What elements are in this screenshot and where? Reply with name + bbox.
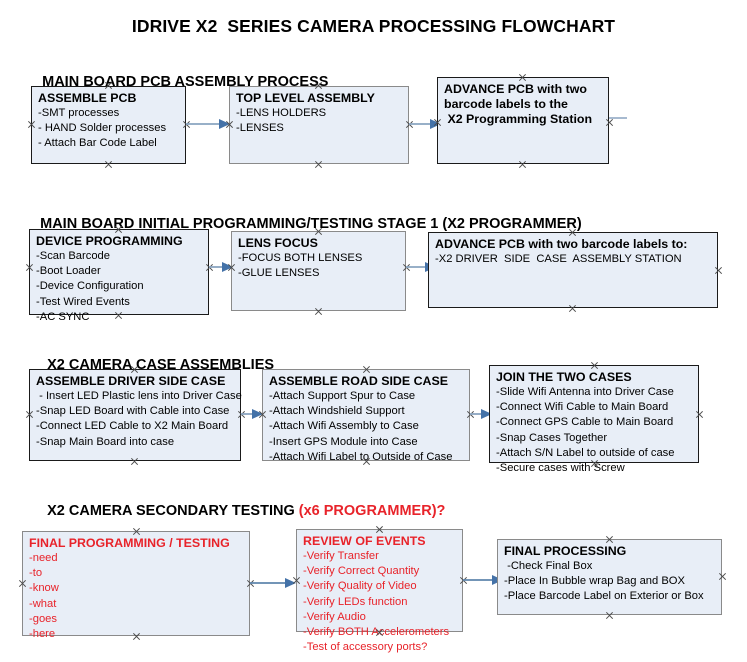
flow-box-line: -LENSES [236, 122, 284, 135]
flow-box-line: -Verify BOTH Accelerometers [303, 626, 450, 639]
flow-box-line: -Place Barcode Label on Exterior or Box [504, 590, 704, 603]
flow-box-line: -Verify Quality of Video [303, 580, 417, 593]
flow-box-assemble-pcb[interactable]: ASSEMBLE PCB -SMT processes - HAND Solde… [31, 86, 186, 164]
flow-box-top-level-assembly[interactable]: TOP LEVEL ASSEMBLY -LENS HOLDERS -LENSES [229, 86, 409, 164]
flow-box-line: -Snap LED Board with Cable into Case [36, 405, 230, 418]
flow-box-line: - Attach Bar Code Label [38, 137, 157, 150]
flow-box-title: ADVANCE PCB with two barcode labels to: [435, 237, 688, 251]
flow-box-line: -Boot Loader [36, 265, 101, 278]
flow-box-title: FINAL PROGRAMMING / TESTING [29, 536, 230, 550]
flow-box-line: -Attach Wifi Assembly to Case [269, 420, 419, 433]
flow-box-title: FINAL PROCESSING [504, 544, 627, 558]
flow-box-line: -Attach Support Spur to Case [269, 390, 416, 402]
section-heading-x2-camera-secondary-testing: X2 CAMERA SECONDARY TESTING (x6 PROGRAMM… [31, 487, 445, 535]
flow-box-body: barcode labels to the X2 Programming Sta… [444, 97, 603, 127]
flow-box-body: -Scan Barcode -Boot Loader -Device Confi… [36, 249, 203, 325]
connector-arrow [186, 119, 230, 129]
flow-box-line: -Attach S/N Label to outside of case [496, 446, 675, 459]
flow-box-line: -Verify LEDs function [303, 595, 408, 608]
flow-box-line: -Attach Windshield Support [269, 405, 405, 418]
flow-box-line: - HAND Solder processes [38, 122, 167, 135]
flow-box-line: -Verify Correct Quantity [303, 565, 420, 578]
connector-stub [609, 117, 627, 119]
flow-box-title: JOIN THE TWO CASES [496, 370, 632, 384]
section-heading-main-board-initial-programming: MAIN BOARD INITIAL PROGRAMMING/TESTING S… [24, 200, 582, 248]
flow-box-assemble-driver-side-case[interactable]: ASSEMBLE DRIVER SIDE CASE - Insert LED P… [29, 369, 242, 461]
flow-box-title: REVIEW OF EVENTS [303, 534, 426, 548]
flow-box-title: ASSEMBLE ROAD SIDE CASE [269, 374, 448, 388]
flow-box-device-programming[interactable]: DEVICE PROGRAMMING -Scan Barcode -Boot L… [29, 229, 209, 323]
flow-box-line: -Test Wired Events [36, 295, 130, 308]
flow-box-line: barcode labels to the [444, 97, 568, 111]
flow-box-line: -SMT processes [38, 107, 120, 119]
connector-arrow [250, 578, 296, 588]
flow-box-body: -Slide Wifi Antenna into Driver Case -Co… [496, 385, 693, 476]
flow-box-body: - Insert LED Plastic lens into Driver Ca… [36, 389, 242, 450]
section-heading-accent: (x6 PROGRAMMER)? [298, 503, 446, 519]
flow-box-advance-pcb-programming-station[interactable]: ADVANCE PCB with two barcode labels to t… [437, 77, 609, 164]
section-heading-text: MAIN BOARD INITIAL PROGRAMMING/TESTING S… [40, 216, 582, 232]
flow-box-line: X2 Programming Station [444, 112, 593, 126]
flow-box-line: -Check Final Box [504, 560, 593, 572]
flow-box-line: -Secure cases with Screw [496, 462, 625, 475]
page-title: IDRIVE X2 SERIES CAMERA PROCESSING FLOWC… [131, 16, 616, 36]
flow-box-body: -SMT processes - HAND Solder processes -… [38, 106, 180, 152]
flow-box-body: -Attach Support Spur to Case -Attach Win… [269, 389, 464, 465]
flow-box-line: -Device Configuration [36, 280, 144, 293]
flow-box-line: -what [29, 597, 57, 610]
flow-box-line-overflow: -Test of accessory ports? [303, 641, 428, 654]
flow-box-lens-focus[interactable]: LENS FOCUS -FOCUS BOTH LENSES -GLUE LENS… [231, 231, 406, 311]
flow-box-title: TOP LEVEL ASSEMBLY [236, 91, 375, 105]
flow-box-title: DEVICE PROGRAMMING [36, 234, 183, 248]
flow-box-line: - Insert LED Plastic lens into Driver Ca… [36, 390, 242, 402]
flow-box-line: -Connect GPS Cable to Main Board [496, 416, 674, 429]
flow-box-body: -Verify Transfer -Verify Correct Quantit… [303, 549, 457, 655]
flow-box-assemble-road-side-case[interactable]: ASSEMBLE ROAD SIDE CASE -Attach Support … [262, 369, 470, 463]
flow-box-line: -Connect Wifi Cable to Main Board [496, 401, 669, 414]
flow-box-title: LENS FOCUS [238, 236, 318, 250]
flow-box-body: -FOCUS BOTH LENSES -GLUE LENSES [238, 251, 400, 281]
flow-box-line: -Connect LED Cable to X2 Main Board [36, 420, 229, 433]
flow-box-line: -here [29, 628, 56, 641]
flow-box-line: -Place In Bubble wrap Bag and BOX [504, 575, 685, 588]
flow-box-body: -need -to -know -what -goes -here [29, 551, 244, 642]
flow-box-line: -Verify Transfer [303, 550, 379, 562]
flow-box-title: ASSEMBLE PCB [38, 91, 137, 105]
flow-box-line: -GLUE LENSES [238, 267, 320, 280]
flow-box-line: -LENS HOLDERS [236, 107, 327, 119]
flow-box-line: -Slide Wifi Antenna into Driver Case [496, 386, 674, 398]
flow-box-title: ASSEMBLE DRIVER SIDE CASE [36, 374, 226, 388]
section-heading-text: X2 CAMERA SECONDARY TESTING [47, 503, 299, 519]
flow-box-title: ADVANCE PCB with two [444, 82, 587, 96]
flow-box-body: -LENS HOLDERS -LENSES [236, 106, 403, 136]
flow-box-body: -X2 DRIVER SIDE CASE ASSEMBLY STATION [435, 252, 712, 267]
flow-box-line: -Insert GPS Module into Case [269, 435, 418, 448]
flow-box-line: -Snap Main Board into case [36, 435, 175, 448]
flow-box-line: -need [29, 552, 58, 564]
flow-box-body: -Check Final Box -Place In Bubble wrap B… [504, 559, 716, 605]
flow-box-line: -goes [29, 612, 57, 625]
flow-box-advance-pcb-driver-side-station[interactable]: ADVANCE PCB with two barcode labels to: … [428, 232, 718, 308]
flow-box-line: -Verify Audio [303, 610, 366, 623]
flow-box-line: -Snap Cases Together [496, 431, 608, 444]
flow-box-line: -know [29, 582, 59, 595]
flow-box-review-of-events[interactable]: REVIEW OF EVENTS -Verify Transfer -Verif… [296, 529, 463, 653]
flow-box-line: -FOCUS BOTH LENSES [238, 252, 363, 264]
flow-box-line: -X2 DRIVER SIDE CASE ASSEMBLY STATION [435, 253, 682, 265]
flow-box-final-processing[interactable]: FINAL PROCESSING -Check Final Box -Place… [497, 539, 722, 615]
flow-box-line: -Attach Wifi Label to Outside of Case [269, 450, 453, 463]
flow-box-line: -to [29, 567, 43, 580]
flow-box-line: -AC SYNC [36, 310, 90, 323]
flow-box-final-programming-testing[interactable]: FINAL PROGRAMMING / TESTING -need -to -k… [22, 531, 250, 640]
flow-box-line: -Scan Barcode [36, 250, 111, 262]
flow-box-join-the-two-cases[interactable]: JOIN THE TWO CASES -Slide Wifi Antenna i… [489, 365, 699, 474]
